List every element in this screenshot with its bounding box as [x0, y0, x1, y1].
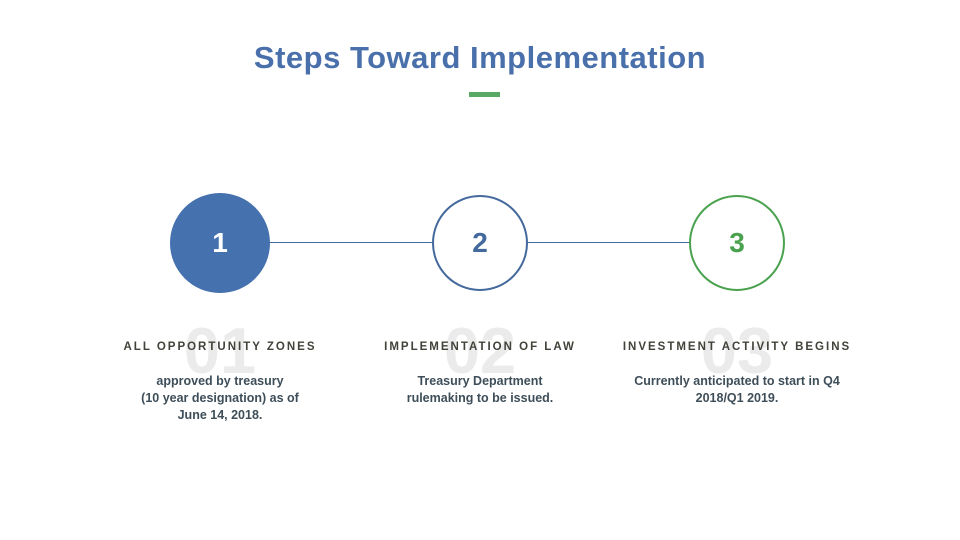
step-1-body: approved by treasury (10 year designatio…	[141, 374, 299, 422]
page-title: Steps Toward Implementation	[253, 40, 707, 75]
step-3-heading: INVESTMENT ACTIVITY BEGINS	[622, 341, 852, 353]
step-1-ghost-number: 01	[183, 314, 257, 387]
step-1-heading: ALL OPPORTUNITY ZONES	[123, 341, 317, 353]
step-circle-2: 2	[432, 195, 528, 291]
step-circle-3: 3	[689, 195, 785, 291]
step-3-ghost-number: 03	[700, 314, 774, 387]
step-2-ghost-number: 02	[443, 314, 517, 387]
step-circle-3-number: 3	[729, 227, 745, 258]
step-column-2: 02 IMPLEMENTATION OF LAW Treasury Depart…	[355, 318, 605, 448]
step-circle-2-number: 2	[472, 227, 488, 258]
step-column-1: 01 ALL OPPORTUNITY ZONES approved by tre…	[95, 318, 345, 448]
step-circle-1: 1	[170, 193, 270, 293]
step-circle-1-number: 1	[212, 227, 228, 258]
step-3-body: Currently anticipated to start in Q4 201…	[634, 374, 840, 405]
step-column-3: 03 INVESTMENT ACTIVITY BEGINS Currently …	[607, 318, 867, 448]
step-2-heading: IMPLEMENTATION OF LAW	[384, 341, 576, 353]
step-2-body: Treasury Department rulemaking to be iss…	[406, 374, 554, 405]
title-accent-dash	[469, 92, 500, 97]
